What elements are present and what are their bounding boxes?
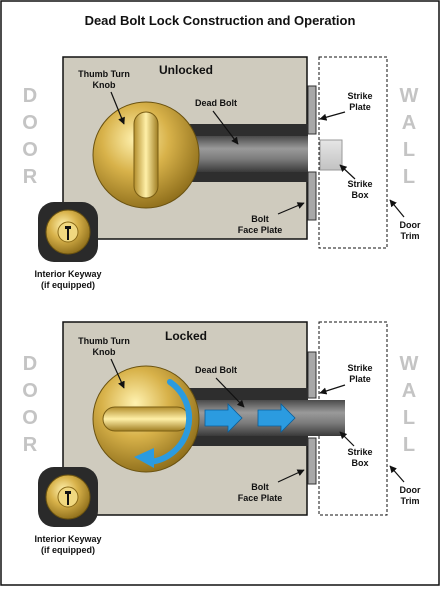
- strike-plate-label-line1: Strike: [347, 91, 372, 101]
- strike-plate-arrow: [319, 384, 346, 395]
- wall-letter: A: [402, 380, 416, 402]
- strike-box-arrow: [339, 431, 355, 447]
- door-letter: R: [23, 166, 38, 188]
- door-letter: O: [22, 380, 38, 402]
- wall-letter: L: [403, 139, 415, 161]
- strike-box-label-line1: Strike: [347, 447, 372, 457]
- dead-bolt-arrow: [215, 377, 245, 408]
- bolt-face-plate: [307, 171, 317, 221]
- wall-letter: W: [400, 85, 419, 107]
- thumb-turn-bar: [102, 406, 190, 432]
- dead-bolt-label: Dead Bolt: [195, 365, 237, 375]
- door-trim-arrow: [389, 465, 405, 483]
- motion-arrow-icon: [257, 403, 296, 433]
- strike-plate: [307, 85, 317, 135]
- door-trim-label-line2: Trim: [400, 496, 419, 506]
- thumb-turn-arrow: [110, 91, 125, 125]
- door-letter: O: [22, 407, 38, 429]
- dead-bolt-arrow: [212, 110, 239, 145]
- bolt-face-plate-label-line1: Bolt: [251, 482, 269, 492]
- door-letter: O: [22, 139, 38, 161]
- keyway-label-line2: (if equipped): [41, 545, 95, 555]
- door-trim-label-line2: Trim: [400, 231, 419, 241]
- state-label: Locked: [165, 329, 207, 343]
- panel-locked: D O O R W A L L Locked: [22, 321, 421, 555]
- keyway-label-line1: Interior Keyway: [34, 269, 101, 279]
- keyway-label-line2: (if equipped): [41, 280, 95, 290]
- thumb-turn-arrow: [110, 358, 125, 389]
- door-trim-label-line1: Door: [400, 485, 421, 495]
- bolt-face-plate-label-line2: Face Plate: [238, 225, 283, 235]
- strike-box-label-line2: Box: [351, 190, 368, 200]
- panel-unlocked: D O O R W A L L Unlocked Thumb Turn: [22, 56, 421, 290]
- strike-plate-label-line2: Plate: [349, 374, 371, 384]
- door-trim-label-line1: Door: [400, 220, 421, 230]
- strike-plate: [307, 351, 317, 399]
- strike-plate-label-line2: Plate: [349, 102, 371, 112]
- strike-box-arrow: [339, 164, 356, 180]
- strike-box-label-line1: Strike: [347, 179, 372, 189]
- strike-box-label-line2: Box: [351, 458, 368, 468]
- strike-plate-label-line1: Strike: [347, 363, 372, 373]
- wall-letter: L: [403, 166, 415, 188]
- thumb-turn-label-line2: Knob: [93, 80, 116, 90]
- bolt-face-plate-arrow: [277, 202, 305, 215]
- wall-letter: A: [402, 112, 416, 134]
- door-trim-arrow: [389, 199, 405, 218]
- bolt-face-plate: [307, 437, 317, 485]
- keyway-label-line1: Interior Keyway: [34, 534, 101, 544]
- rotation-arrow-icon: [147, 379, 193, 465]
- bolt-face-plate-arrow: [277, 469, 305, 483]
- motion-arrow-icon: [204, 403, 243, 433]
- keyhole-icon: [65, 226, 71, 240]
- thumb-turn-label-line2: Knob: [93, 347, 116, 357]
- wall-letter: L: [403, 407, 415, 429]
- rotation-arrowhead-icon: [134, 448, 154, 468]
- bolt-face-plate-label-line2: Face Plate: [238, 493, 283, 503]
- door-letter: D: [23, 353, 37, 375]
- door-letter: O: [22, 112, 38, 134]
- page-title: Dead Bolt Lock Construction and Operatio…: [85, 13, 356, 28]
- bolt-face-plate-label-line1: Bolt: [251, 214, 269, 224]
- door-letter: D: [23, 85, 37, 107]
- keyhole-icon: [65, 491, 71, 505]
- thumb-turn-bar: [133, 111, 159, 199]
- wall-letter: L: [403, 434, 415, 456]
- thumb-turn-label-line1: Thumb Turn: [78, 69, 130, 79]
- door-letter: R: [23, 434, 38, 456]
- thumb-turn-label-line1: Thumb Turn: [78, 336, 130, 346]
- state-label: Unlocked: [159, 63, 213, 77]
- wall-letter: W: [400, 353, 419, 375]
- dead-bolt-label: Dead Bolt: [195, 98, 237, 108]
- strike-plate-arrow: [319, 111, 346, 121]
- strike-box: [319, 139, 343, 171]
